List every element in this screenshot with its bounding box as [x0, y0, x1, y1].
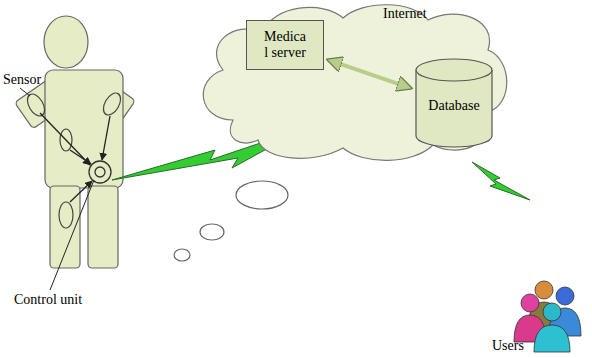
sensor-label: Sensor	[3, 72, 41, 88]
node-label: Medica l server	[262, 29, 308, 61]
users-icon	[514, 281, 581, 352]
region-label: Internet	[383, 6, 427, 22]
cloud-region: InternetMedica l serverDatabase	[193, 0, 511, 162]
users-label: Users	[492, 338, 524, 354]
database-cylinder: Database	[415, 58, 493, 148]
connector-arrow	[328, 60, 411, 89]
wireless-link	[472, 162, 530, 200]
right-leg	[88, 186, 118, 268]
control-unit-label: Control unit	[14, 292, 82, 308]
head	[44, 16, 88, 68]
sensor	[100, 90, 124, 118]
torso	[45, 70, 123, 188]
sensor-link	[70, 150, 91, 164]
sensor	[59, 202, 73, 228]
thought-bubble	[236, 181, 288, 209]
control-unit	[89, 161, 111, 183]
thought-bubble	[174, 249, 190, 261]
sensor-link	[102, 116, 110, 160]
leader-line	[50, 180, 94, 290]
leader-line	[20, 88, 30, 96]
sensor	[24, 91, 48, 119]
sensor-link	[40, 113, 90, 165]
node-label: Database	[428, 98, 479, 114]
sensor-link	[70, 181, 92, 202]
server-box: Medica l server	[246, 20, 324, 70]
thought-bubble	[200, 224, 224, 240]
